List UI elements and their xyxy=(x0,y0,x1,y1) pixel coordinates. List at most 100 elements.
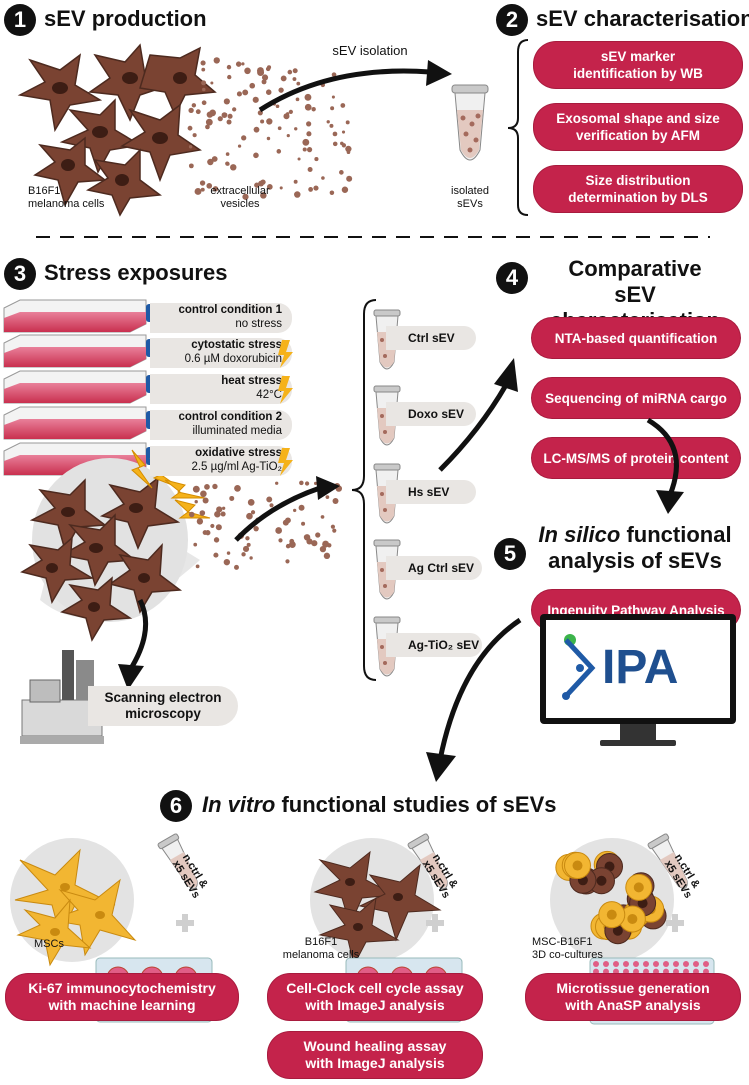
vesicle-dot xyxy=(227,74,232,80)
vesicle-dot xyxy=(319,545,327,553)
pill-mirna: Sequencing of miRNA cargo xyxy=(532,378,740,418)
pill-lcms: LC-MS/MS of protein content xyxy=(532,438,740,478)
vesicle-dot xyxy=(296,81,301,86)
condition-5-name: oxidative stress xyxy=(195,447,282,459)
vesicle-dot xyxy=(227,113,233,119)
vesicle-dot xyxy=(217,116,223,122)
pill-wb-line2: identification by WB xyxy=(573,66,703,81)
vesicle-dot xyxy=(246,512,253,520)
vesicle-dot xyxy=(242,545,250,553)
vesicle-dot xyxy=(247,499,255,506)
isolated-label: isolated sEVs xyxy=(440,185,500,211)
pill-dls-line1: Size distribution xyxy=(585,173,691,188)
vesicle-dot xyxy=(276,149,282,154)
vesicle-dot xyxy=(314,157,319,162)
sev-label-hs: Hs sEV xyxy=(386,480,476,504)
pill-wound-line2: with ImageJ analysis xyxy=(305,1055,445,1071)
section-title-in-vitro: In vitro functional studies of sEVs xyxy=(202,792,557,818)
vesicle-dot xyxy=(229,495,235,501)
vesicle-dot xyxy=(322,540,330,548)
vesicle-dot xyxy=(202,87,206,92)
vesicle-dot xyxy=(302,147,307,152)
vesicle-dot xyxy=(246,542,251,547)
vesicle-dot xyxy=(210,81,214,85)
vesicle-dot xyxy=(339,170,344,175)
vesicle-dot xyxy=(254,182,260,188)
section-title-sev-production: sEV production xyxy=(44,6,207,31)
vesicle-dot xyxy=(346,175,353,182)
vesicle-dot xyxy=(301,521,306,526)
vesicle-dot xyxy=(235,61,242,67)
vesicle-dot xyxy=(341,130,346,134)
vesicle-dot xyxy=(278,87,284,93)
vesicle-dot xyxy=(226,551,231,555)
condition-1-detail: no stress xyxy=(235,318,282,330)
pill-microtissue-line2: with AnaSP analysis xyxy=(565,997,701,1013)
panel2-label-line1: B16F1 xyxy=(304,936,338,948)
vesicle-dot xyxy=(311,107,316,112)
vesicle-dot xyxy=(212,186,219,192)
step-number-5: 5 xyxy=(494,538,526,570)
vesicle-dot xyxy=(195,564,200,569)
condition-5-label: oxidative stress 2.5 µg/ml Ag-TiO₂ xyxy=(150,446,292,476)
vesicle-dot xyxy=(330,106,335,111)
condition-4-name: control condition 2 xyxy=(178,411,283,423)
sev-label-doxo: Doxo sEV xyxy=(386,402,476,426)
vesicle-dot xyxy=(188,145,193,149)
vesicle-dot xyxy=(269,503,274,508)
vesicle-dot xyxy=(303,535,308,539)
vesicle-dot xyxy=(306,538,313,545)
flask-2 xyxy=(3,334,158,368)
cells-label: B16F1 melanoma cells xyxy=(28,185,104,211)
vesicle-dot xyxy=(299,480,304,486)
condition-3-detail: 42°C xyxy=(256,389,282,401)
vesicle-dot xyxy=(302,138,310,146)
vesicle-dot xyxy=(306,131,312,137)
vesicle-dot xyxy=(224,113,228,117)
vesicle-dot xyxy=(275,527,283,534)
vesicle-dot xyxy=(213,57,220,64)
step-number-3: 3 xyxy=(4,258,36,290)
section-5-title-italic: In silico xyxy=(538,522,621,547)
vesicle-dot xyxy=(258,180,264,187)
vesicle-dot xyxy=(323,552,331,560)
vesicles-label: extracellular vesicles xyxy=(200,185,280,211)
vesicle-dot xyxy=(325,495,330,500)
vesicle-dot xyxy=(298,504,305,511)
ipa-logo-text: IPA xyxy=(602,641,679,694)
isolated-label-line1: isolated xyxy=(451,185,489,197)
vesicle-dot xyxy=(241,552,246,557)
vesicle-dot xyxy=(225,152,230,156)
vesicle-dot xyxy=(275,104,280,109)
condition-5-detail: 2.5 µg/ml Ag-TiO₂ xyxy=(191,461,282,473)
vesicle-dot xyxy=(304,103,312,111)
section-title-in-silico: In silico functional analysis of sEVs xyxy=(528,522,742,574)
vesicle-dot xyxy=(286,134,290,138)
vesicle-dot xyxy=(265,89,272,95)
vesicle-dot xyxy=(266,136,271,141)
step-number-4: 4 xyxy=(496,262,528,294)
section-5-title-line1: In silico functional xyxy=(528,522,742,548)
vesicle-dot xyxy=(307,167,313,173)
section-5-title-line2: analysis of sEVs xyxy=(548,548,722,573)
step-number-1: 1 xyxy=(4,4,36,36)
vesicle-dot xyxy=(216,506,223,513)
vesicle-dot xyxy=(332,131,338,137)
vesicle-dot xyxy=(213,537,220,543)
vesicle-dot xyxy=(223,558,231,566)
pill-wound-line1: Wound healing assay xyxy=(303,1038,447,1054)
flask-3 xyxy=(3,370,158,404)
pill-cell-clock-line2: with ImageJ analysis xyxy=(305,997,445,1013)
vesicle-dot xyxy=(314,481,318,486)
condition-3-name: heat stress xyxy=(221,375,282,387)
